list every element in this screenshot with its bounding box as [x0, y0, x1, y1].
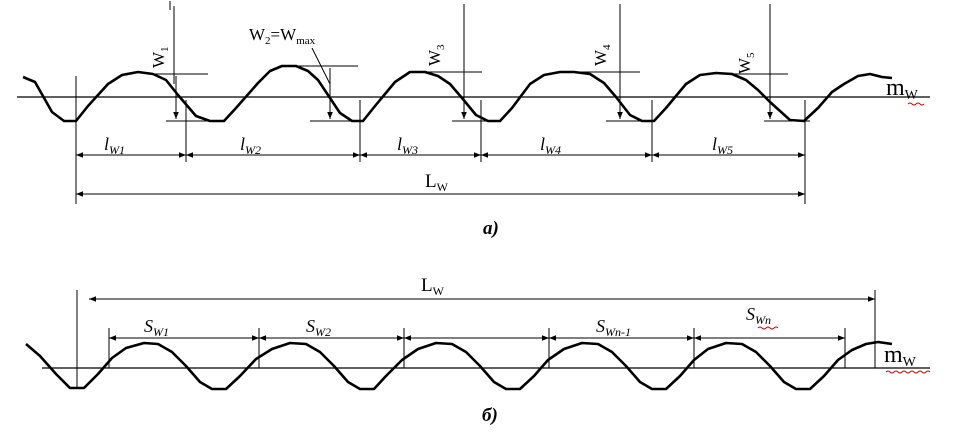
panel-b: SW1 SW2 SWn-1 SWn LW mW б): [25, 275, 931, 426]
length-label-lw5: lW5: [712, 134, 733, 157]
mean-line-label-b: mW: [884, 342, 917, 370]
caption-b: б): [482, 405, 498, 426]
caption-a: а): [483, 218, 499, 239]
spellcheck-underline: [757, 326, 779, 330]
spacing-label-sw1: SW1: [144, 316, 169, 339]
spacing-label-sw2: SW2: [306, 316, 331, 339]
height-label-w3: W3: [425, 44, 447, 66]
length-label-lw2: lW2: [240, 134, 261, 157]
spellcheck-underline: [907, 102, 925, 106]
length-label-lw4: lW4: [540, 134, 561, 157]
length-label-lw3: lW3: [397, 134, 418, 157]
panel-a: W1 W3 W4 W5 W2=Wmax lW1 lW2 lW3 lW4 lW5 …: [17, 1, 930, 239]
height-label-w5: W5: [735, 52, 757, 74]
length-label-lw1: lW1: [104, 134, 125, 157]
height-label-w4: W4: [591, 44, 613, 66]
w2-leader: [311, 47, 331, 85]
height-label-w1: W1: [149, 46, 171, 68]
height-label-w2-wmax: W2=Wmax: [249, 25, 316, 47]
total-length-label-b: LW: [421, 275, 445, 298]
total-length-label-a: LW: [425, 171, 449, 194]
waviness-profile-a: [22, 64, 893, 123]
spellcheck-underline: [885, 370, 931, 374]
spacing-label-swn-1: SWn-1: [596, 316, 631, 339]
waviness-profile-b: [25, 340, 893, 391]
mean-line-label-a: mW: [886, 75, 919, 103]
spacing-label-swn: SWn: [746, 304, 771, 327]
